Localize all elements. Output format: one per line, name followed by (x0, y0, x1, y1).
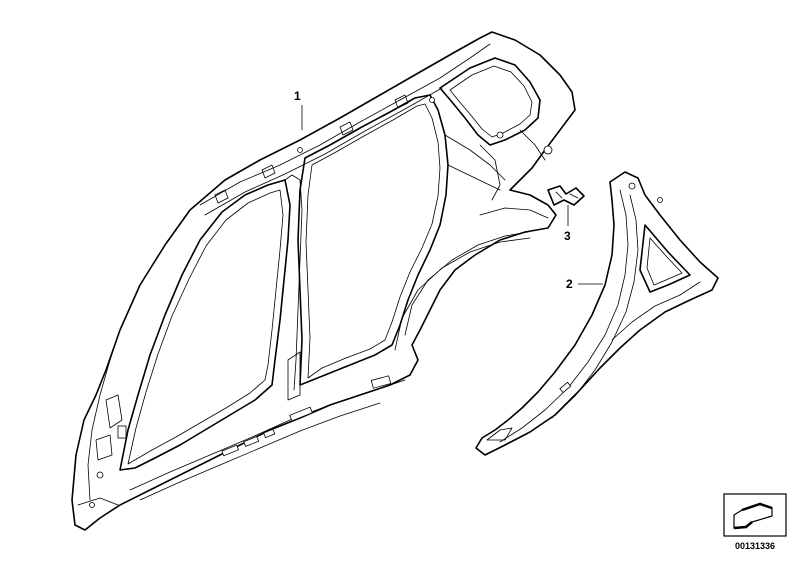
callout-2-label: 2 (566, 277, 573, 291)
callout-1-label: 1 (294, 89, 301, 103)
callout-2: 2 (566, 277, 603, 291)
bracket-part[interactable] (547, 185, 585, 206)
callout-3: 3 (564, 205, 571, 243)
arrow-box-icon-shape (733, 502, 773, 530)
rear-side-panel-part[interactable] (475, 171, 719, 456)
callout-3-label: 3 (564, 229, 571, 243)
callout-1: 1 (294, 89, 303, 130)
reference-badge: 00131336 (723, 493, 787, 551)
side-frame-part[interactable] (71, 31, 576, 531)
reference-number: 00131336 (735, 541, 775, 551)
